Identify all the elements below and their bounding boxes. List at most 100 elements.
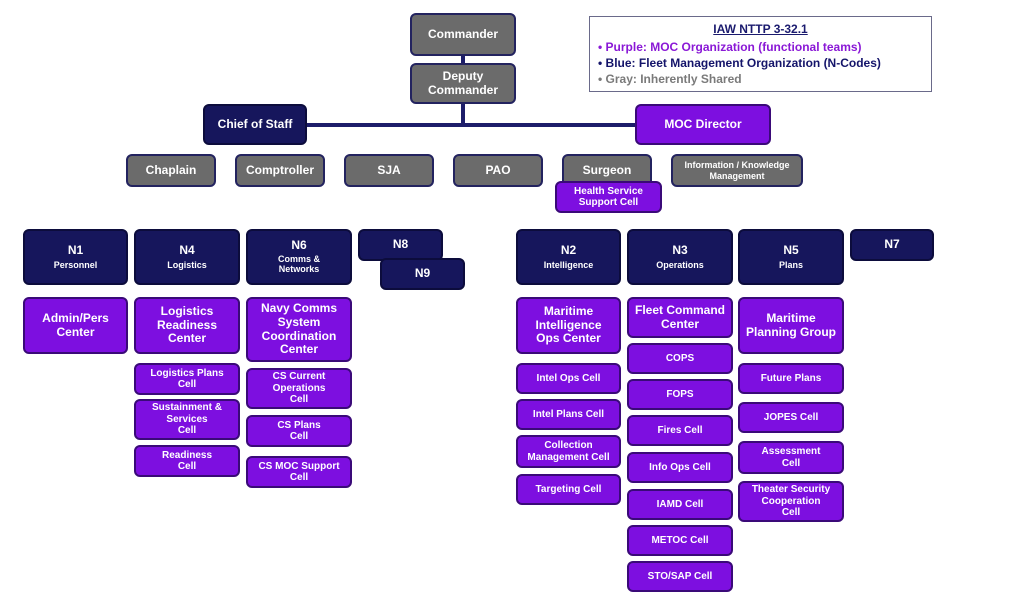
n3-box: N3 Operations <box>627 229 733 285</box>
n6-sub2: Networks <box>278 264 320 275</box>
intel-ops-label: Intel Ops Cell <box>536 372 601 384</box>
pao-label: PAO <box>485 162 511 177</box>
navy-comms-line2: System <box>277 314 321 329</box>
sustain-line3: Cell <box>177 425 197 437</box>
sustain-line1: Sustainment & <box>151 402 222 414</box>
collect-line2: Management Cell <box>527 451 610 463</box>
log-ready-line1: Logistics <box>160 303 214 318</box>
metoc-label: METOC Cell <box>651 534 709 546</box>
ikm-line1: Information / Knowledge <box>684 160 790 171</box>
legend-purple: • Purple: MOC Organization (functional t… <box>598 40 862 54</box>
n3-code: N3 <box>672 242 688 257</box>
admin-pers-center-box: Admin/Pers Center <box>23 297 128 354</box>
n4-code: N4 <box>179 242 195 257</box>
health-line2: Support Cell <box>578 197 639 208</box>
logistics-readiness-center-box: Logistics Readiness Center <box>134 297 240 354</box>
health-service-box: Health Service Support Cell <box>555 181 662 213</box>
intel-plans-cell-box: Intel Plans Cell <box>516 399 621 430</box>
fleet-command-center-box: Fleet Command Center <box>627 297 733 338</box>
maritime-planning-group-box: Maritime Planning Group <box>738 297 844 354</box>
n9-box: N9 <box>380 258 465 290</box>
pao-box: PAO <box>453 154 543 187</box>
jopes-label: JOPES Cell <box>763 411 819 423</box>
theater-line1: Theater Security <box>751 484 831 496</box>
fires-cell-box: Fires Cell <box>627 415 733 446</box>
mar-intel-line2: Intelligence <box>535 317 602 332</box>
cs-moc-line1: CS MOC Support <box>258 460 340 472</box>
connector-deputy-hline <box>461 104 465 126</box>
theater-line2: Cooperation <box>761 495 821 507</box>
mar-intel-line1: Maritime <box>543 303 594 318</box>
n5-box: N5 Plans <box>738 229 844 285</box>
readiness-line2: Cell <box>177 461 197 472</box>
future-plans-label: Future Plans <box>760 372 822 384</box>
cs-cur-line1: CS Current <box>272 371 326 383</box>
sto-sap-label: STO/SAP Cell <box>647 570 713 582</box>
n5-sub: Plans <box>778 259 803 270</box>
legend-title: IAW NTTP 3-32.1 <box>713 22 808 36</box>
cops-cell-box: COPS <box>627 343 733 374</box>
commander-label: Commander <box>427 26 498 41</box>
n9-code: N9 <box>414 266 431 281</box>
n3-sub: Operations <box>656 259 704 270</box>
moc-director-label: MOC Director <box>664 116 742 131</box>
chief-of-staff-label: Chief of Staff <box>217 116 293 131</box>
n2-box: N2 Intelligence <box>516 229 621 285</box>
n1-box: N1 Personnel <box>23 229 128 285</box>
navy-comms-line1: Navy Comms <box>260 300 338 315</box>
intel-plans-label: Intel Plans Cell <box>532 408 605 420</box>
n5-code: N5 <box>783 242 799 257</box>
collection-mgmt-cell-box: Collection Management Cell <box>516 435 621 468</box>
info-ops-cell-box: Info Ops Cell <box>627 452 733 483</box>
cs-plans-line1: CS Plans <box>277 419 321 431</box>
maritime-intel-center-box: Maritime Intelligence Ops Center <box>516 297 621 354</box>
targeting-label: Targeting Cell <box>535 483 602 495</box>
readiness-cell-box: Readiness Cell <box>134 445 240 477</box>
n7-box: N7 <box>850 229 934 261</box>
n6-sub1: Comms & <box>277 254 320 265</box>
logistics-plans-cell-box: Logistics Plans Cell <box>134 363 240 395</box>
n6-code: N6 <box>291 238 307 253</box>
fleet-cmd-line1: Fleet Command <box>634 302 725 317</box>
deputy-line1: Deputy <box>442 68 484 83</box>
n1-sub: Personnel <box>53 259 98 270</box>
navy-comms-line3: Coordination <box>261 328 337 343</box>
fires-label: Fires Cell <box>657 424 703 436</box>
log-plans-line2: Cell <box>177 379 197 390</box>
collect-line1: Collection <box>544 440 593 451</box>
chief-of-staff-box: Chief of Staff <box>203 104 307 145</box>
surgeon-label: Surgeon <box>582 162 632 177</box>
connector-staff-hline <box>306 123 636 127</box>
cops-label: COPS <box>665 352 695 364</box>
n6-box: N6 Comms & Networks <box>246 229 352 285</box>
admin-pers-line1: Admin/Pers <box>42 310 109 325</box>
n2-sub: Intelligence <box>543 259 594 270</box>
cs-moc-line2: Cell <box>289 472 309 483</box>
navy-comms-line4: Center <box>279 342 318 357</box>
health-line1: Health Service <box>574 185 643 197</box>
n4-sub: Logistics <box>167 259 207 270</box>
mar-plan-line2: Planning Group <box>746 324 836 339</box>
log-ready-line2: Readiness <box>156 317 218 332</box>
future-plans-cell-box: Future Plans <box>738 363 844 394</box>
n2-code: N2 <box>560 242 577 257</box>
n8-code: N8 <box>392 237 409 252</box>
cs-cur-line2: Operations <box>272 382 326 394</box>
sja-label: SJA <box>377 162 401 177</box>
readiness-line1: Readiness <box>161 449 213 461</box>
mar-plan-line1: Maritime <box>766 310 816 325</box>
sustain-line2: Services <box>166 413 208 425</box>
assess-line2: Cell <box>781 457 801 469</box>
mar-intel-line3: Ops Center <box>536 331 601 346</box>
iamd-label: IAMD Cell <box>656 498 704 510</box>
legend-blue: • Blue: Fleet Management Organization (N… <box>598 56 881 70</box>
assessment-cell-box: Assessment Cell <box>738 441 844 474</box>
assess-line1: Assessment <box>761 446 821 457</box>
ikm-box: Information / Knowledge Management <box>671 154 803 187</box>
chaplain-label: Chaplain <box>145 162 197 177</box>
sja-box: SJA <box>344 154 434 187</box>
chaplain-box: Chaplain <box>126 154 216 187</box>
fops-cell-box: FOPS <box>627 379 733 410</box>
sto-sap-cell-box: STO/SAP Cell <box>627 561 733 592</box>
deputy-line2: Commander <box>427 82 498 97</box>
